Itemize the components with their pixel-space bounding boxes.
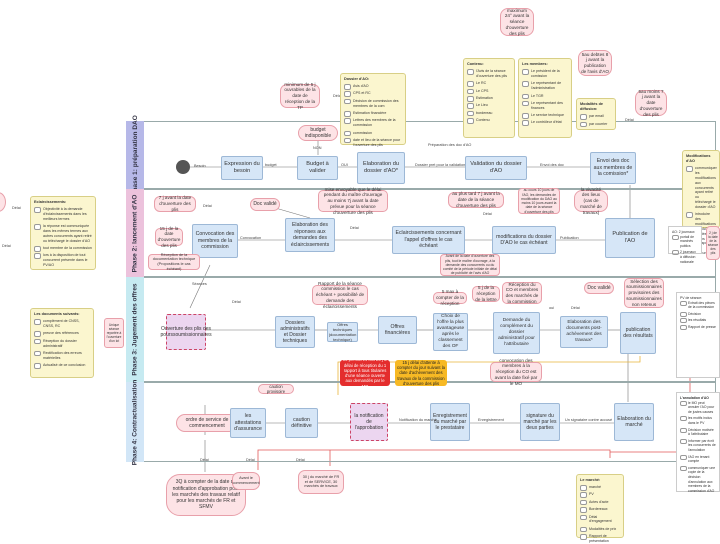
validation-dossier-ao[interactable]: Validation du dossier d'AO xyxy=(465,156,527,180)
ouverture-plis[interactable]: Ouverture des plis des pourssoumissionna… xyxy=(160,314,212,350)
label-notification: Notification du marché xyxy=(399,418,437,422)
non-label: NON xyxy=(313,146,322,150)
note-modifications-ao: Modifications d'AO communiquer les modif… xyxy=(682,150,720,255)
elaboration-reponses[interactable]: Elaboration des réponses aux demandes de… xyxy=(285,218,335,252)
pink-convocation-membres: convocation des membres à la réception d… xyxy=(490,358,542,386)
publication-resultats[interactable]: publication des résultats xyxy=(620,312,656,354)
oui-label-phase3: oui xyxy=(549,306,555,310)
delai-phase4-1: Délai xyxy=(200,458,209,462)
start-label: Besoin xyxy=(194,164,206,168)
dossier-label: Dossier pret pour la validation xyxy=(415,163,466,167)
convocation-membres[interactable]: Convocation des membres de la commission xyxy=(192,224,238,258)
pink-reception-doc: Réception de la documentation technique … xyxy=(148,253,200,271)
publication-label: Publication xyxy=(560,236,579,240)
pink-selection-soumissionnaires: Sélection des soumissionnaires provisoir… xyxy=(624,278,664,308)
pink-5-8j: 5au debtes 8 j avant la publication de l… xyxy=(578,50,612,76)
delai-phase4-3: Délai xyxy=(296,458,305,462)
delai-phase2-2: Délai xyxy=(483,212,492,216)
orange-15j-attente: 15 j délai d'attente à compter du jour s… xyxy=(395,360,447,386)
note-pv-seance: PV de séance: Extrait des pièces de la c… xyxy=(676,292,720,378)
expression-besoin[interactable]: Expression du besoin xyxy=(221,156,263,180)
label-enregistrement: Enregistrement xyxy=(478,418,504,422)
pink-reception-co: Réception du CO et membres des marchés d… xyxy=(502,282,542,304)
convocation-label: Convocation xyxy=(240,236,262,240)
pink-max-24: maximum 24° avant la séance d'ouverture … xyxy=(500,8,534,36)
budget-indisponible: budget indisponible xyxy=(298,125,338,141)
note-eclaircissements: Eclaircissements: Objectivité à la deman… xyxy=(30,196,96,270)
pink-5-max: 5 max à compter de la réception xyxy=(433,289,467,306)
note-membres: Les membres: Le président de la comissio… xyxy=(518,58,572,138)
pink-modification-dao: au cours 10 jours de l'AO, les demandes … xyxy=(518,188,560,214)
pink-30j-marche: 30 j du marché de FR et de SERVICE, 30 m… xyxy=(298,470,344,494)
elaboration-marche[interactable]: Elaboration du marché xyxy=(614,403,654,441)
delai-phase4-2: Délai xyxy=(246,458,255,462)
caution-provisoire: caution provisoire xyxy=(258,384,294,394)
elaboration-documents[interactable]: Elaboration des documents post-achèvemen… xyxy=(560,316,608,348)
envoi-label: Envoi des doc xyxy=(540,163,564,167)
budget-a-valider[interactable]: Budget à valider xyxy=(297,156,338,180)
budget-label: budget xyxy=(265,163,277,167)
dossiers-administratifs[interactable]: Dossiers administratifs et Dossier techn… xyxy=(275,316,315,348)
publication-ao[interactable]: Publication de l'AO xyxy=(605,218,655,258)
pink-au-plus-tard-7j: au plus tard 7 j avant la date de la séa… xyxy=(448,191,504,208)
delai-left: Délai xyxy=(333,94,342,98)
lane-label-phase1: Phase 1: préparation DAO xyxy=(126,115,144,195)
oui-label: OUI xyxy=(341,163,348,167)
seances-label: Séances xyxy=(192,282,207,286)
caution-definitive[interactable]: caution définitive xyxy=(285,408,318,438)
delai-right: Délai xyxy=(625,118,634,122)
notification-approbation[interactable]: la notification de l'approbation xyxy=(350,403,388,441)
pink-7j-ouverture: 7 j avant la date d'ouverture des plis xyxy=(154,195,196,212)
note-annulation-ao: L'annulation d'AO le MO peut annuler l'A… xyxy=(676,392,720,493)
red-15-premieres-fois: 15 premières fois 25 j le délai de récep… xyxy=(340,357,390,389)
start-node[interactable] xyxy=(176,160,190,174)
delai-phase3-1: Délai xyxy=(571,306,580,310)
offres-financieres[interactable]: Offres financières xyxy=(378,316,417,344)
delai-phase2-3: Délai xyxy=(203,204,212,208)
lane-label-phase3: Phase 3: Jugement des offres xyxy=(126,277,144,382)
pink-visite-lieux: la vivacité des lieux (cas de marché de … xyxy=(574,187,608,215)
demande-complement[interactable]: Demande du complément du dossier adminis… xyxy=(493,312,540,354)
delai-phase3-2: Délai xyxy=(232,300,241,304)
note-ao-journaux: AO: 2 journaux portail de marchés public… xyxy=(668,226,702,264)
enregistrement-marche[interactable]: Enregistrement du marché par le prestata… xyxy=(430,403,470,441)
attestations-assurance[interactable]: les attestations d'assurance xyxy=(230,408,266,438)
pink-15j: 15 j de la date d'ouverture des plis xyxy=(155,226,183,248)
pink-min-5j: minimum de 5 j ouvrables de la date de r… xyxy=(280,82,320,110)
doc-valide-phase3: Doc validé xyxy=(584,282,614,294)
pink-avant-date-ouverture: Avant de la date d'ouverture des plis, t… xyxy=(440,254,500,276)
delai-phase2-1: Délai xyxy=(350,226,359,230)
pink-delai-7j: mise envoyable que le délai pendant du m… xyxy=(318,187,388,215)
pink-rapport-seance: Rapport de la séance commission le cas é… xyxy=(312,281,368,309)
pink-2j: 2 j de la date de la séance des plis xyxy=(706,226,720,260)
prep-label: Préparation des doc d'AO xyxy=(428,143,472,147)
pink-unique-seance: Unique séance reportée à l'ouverture d'u… xyxy=(104,318,124,348)
delai-left-a: Délai xyxy=(12,206,21,210)
choix-offre[interactable]: Choix de l'offre la plus avantageuse apr… xyxy=(433,313,468,351)
note-contenu: Contenu: l'Avis de la séance d'ouverture… xyxy=(463,58,515,138)
modifications-dao[interactable]: modifications du dossier D'AO le cas éch… xyxy=(492,226,556,254)
pink-5j-lettre: 5 j de la réception de la lettre xyxy=(472,285,500,302)
elaboration-dossier-ao[interactable]: Elaboration du dossier d'AO* xyxy=(357,152,405,184)
eclaircissements[interactable]: Eclaircissements concernant l'appel d'of… xyxy=(392,226,465,254)
ordre-service: ordre de service de commencement xyxy=(176,414,238,432)
lane-label-phase4: Phase 4: Contractualisation xyxy=(126,379,144,465)
offres-techniques[interactable]: Offres techniques (documentation techniq… xyxy=(327,322,358,342)
envoi-doc-membres[interactable]: Envoi des doc aux membres de la comissio… xyxy=(590,152,636,184)
label-signataire: Un signataire contre accusé xyxy=(565,418,613,422)
pink-7j: 5au moins 7 j avant la date d'ouverture … xyxy=(635,89,667,117)
lane-label-phase2: Phase 2: lancement d'AO xyxy=(126,189,144,277)
note-documents-suivants: Les documents suivants: complément de CN… xyxy=(30,308,94,378)
signature-marche[interactable]: signature du marché par les deux parties xyxy=(520,403,560,441)
doc-valide-phase2: Doc validé xyxy=(250,198,280,211)
delai-left-b: Délai xyxy=(2,244,11,248)
pink-avant-commencement: Avant le commencement xyxy=(232,472,260,490)
